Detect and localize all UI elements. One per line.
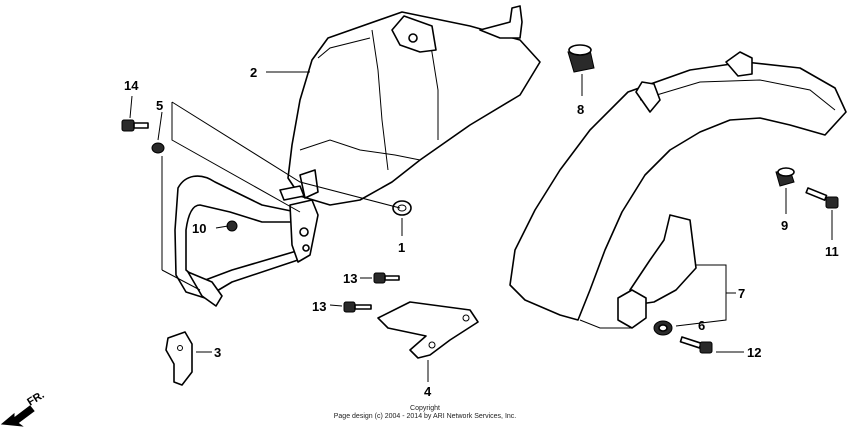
callout-4: 4	[424, 384, 432, 399]
callout-1: 1	[398, 240, 405, 255]
copyright-notice: Copyright Page design (c) 2004 - 2014 by…	[0, 405, 850, 421]
callout-5: 5	[156, 98, 163, 113]
grommet-part-1[interactable]	[392, 200, 412, 216]
callout-9: 9	[781, 218, 788, 233]
stay-part-4[interactable]	[377, 301, 479, 359]
callout-10: 10	[192, 221, 206, 236]
callout-14: 14	[124, 78, 139, 93]
callout-13-lower: 13	[312, 299, 326, 314]
callout-labels: 1 2 3 4 5 6 7 8 9 10 11 12 13 13 14	[124, 65, 839, 399]
muffler-part[interactable]	[287, 5, 541, 206]
copyright-line-2: Page design (c) 2004 - 2014 by ARI Netwo…	[333, 413, 517, 420]
bolt-part-14[interactable]	[121, 119, 149, 132]
bolt-part-11[interactable]	[805, 187, 839, 209]
nut-part-10[interactable]	[226, 220, 238, 232]
collar-part-5[interactable]	[151, 142, 165, 154]
callout-2: 2	[250, 65, 257, 80]
fender-part-7[interactable]	[509, 51, 847, 329]
bolt-part-12[interactable]	[679, 336, 713, 354]
callout-8: 8	[577, 102, 584, 117]
rubber-part-8[interactable]	[567, 44, 595, 73]
callout-11: 11	[825, 244, 839, 259]
callout-7: 7	[738, 286, 745, 301]
exhaust-bracket[interactable]	[174, 175, 319, 307]
bolt-part-13-upper[interactable]	[373, 272, 400, 284]
callout-13-upper: 13	[343, 271, 357, 286]
bolt-part-13-lower[interactable]	[343, 301, 372, 313]
copyright-line-1: Copyright	[410, 405, 440, 412]
callout-3: 3	[214, 345, 221, 360]
leader-lines	[129, 71, 833, 382]
bracket-part-3[interactable]	[165, 331, 193, 386]
grommet-part-9[interactable]	[775, 167, 795, 187]
callout-12: 12	[747, 345, 761, 360]
callout-6: 6	[698, 318, 705, 333]
washer-part-6[interactable]	[653, 320, 673, 336]
